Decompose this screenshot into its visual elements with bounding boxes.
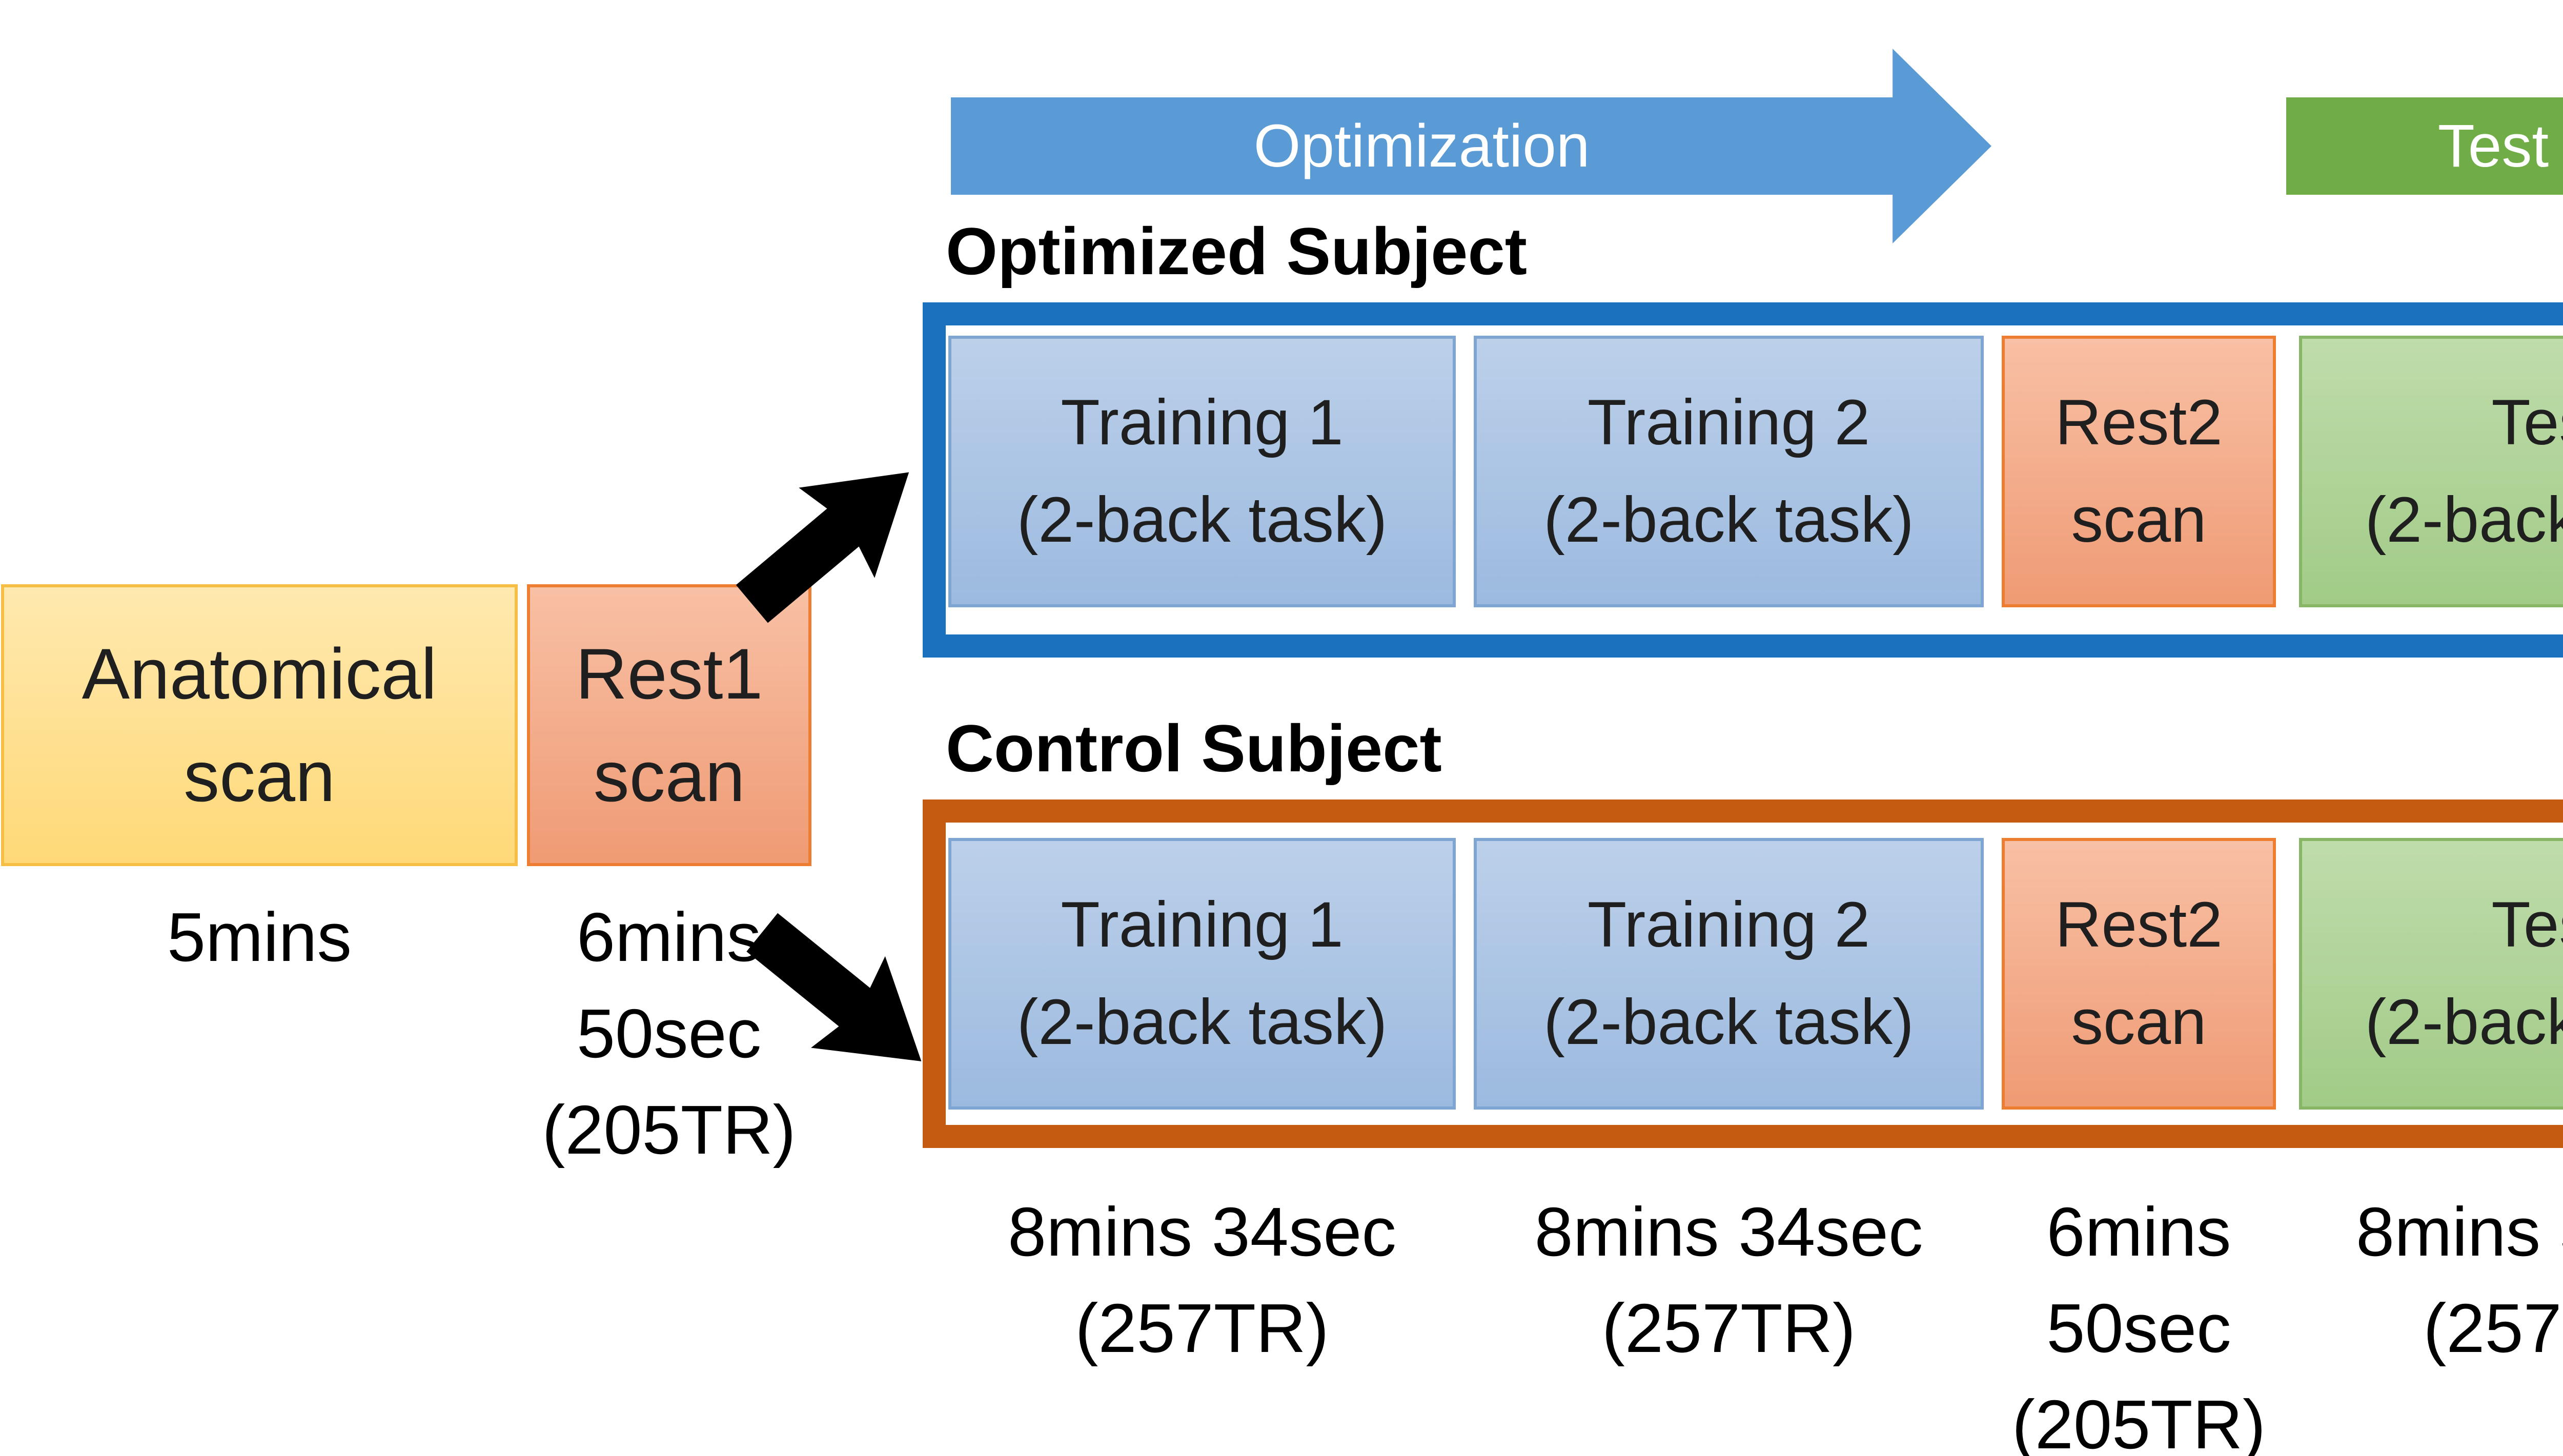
optimized-training1-line2: (2-back task) <box>1016 484 1388 556</box>
optimized-test-box: Test (2-back task) <box>2299 336 2563 607</box>
training2-duration-line1: 8mins 34sec <box>1534 1193 1923 1270</box>
control-training2-line1: Training 2 <box>1587 889 1870 960</box>
test-duration: 8mins 34sec (257TR) <box>2299 1184 2563 1377</box>
control-test-line2: (2-back task) <box>2365 987 2563 1058</box>
training2-duration: 8mins 34sec (257TR) <box>1474 1184 1984 1377</box>
training1-duration: 8mins 34sec (257TR) <box>948 1184 1456 1377</box>
rest1-scan-box: Rest1 scan <box>527 584 811 866</box>
control-training1-line2: (2-back task) <box>1016 987 1388 1058</box>
optimized-training1-line1: Training 1 <box>1061 387 1344 458</box>
optimized-rest2-box: Rest2 scan <box>2002 336 2276 607</box>
rest2-duration-line2: 50sec <box>2046 1289 2231 1367</box>
anatomical-duration: 5mins <box>1 889 518 986</box>
test-duration-line1: 8mins 34sec <box>2356 1193 2563 1270</box>
training1-duration-line2: (257TR) <box>1075 1289 1329 1367</box>
training2-duration-line2: (257TR) <box>1601 1289 1856 1367</box>
rest1-duration-line3: (205TR) <box>542 1091 796 1168</box>
anatomical-scan-box: Anatomical scan <box>1 584 518 866</box>
optimized-subject-title: Optimized Subject <box>946 214 1528 289</box>
control-rest2-box: Rest2 scan <box>2002 838 2276 1110</box>
test-duration-line2: (257TR) <box>2423 1289 2563 1367</box>
control-training2-box: Training 2 (2-back task) <box>1474 838 1984 1110</box>
rest2-duration-line3: (205TR) <box>2011 1386 2266 1456</box>
control-test-box: Test (2-back task) <box>2299 838 2563 1110</box>
optimized-training1-box: Training 1 (2-back task) <box>948 336 1456 607</box>
anatomical-scan-line1: Anatomical <box>82 633 437 714</box>
control-training2-line2: (2-back task) <box>1543 987 1914 1058</box>
rest2-duration-line1: 6mins <box>2046 1193 2231 1270</box>
control-rest2-line2: scan <box>2071 987 2207 1058</box>
optimized-test-line2: (2-back task) <box>2365 484 2563 556</box>
anatomical-scan-line2: scan <box>184 736 335 816</box>
control-training1-line1: Training 1 <box>1061 889 1344 960</box>
test-arrow-label: Test <box>2437 112 2549 180</box>
test-flow-arrow-icon: Test <box>2286 49 2563 243</box>
optimized-training2-line2: (2-back task) <box>1543 484 1914 556</box>
optimized-test-line1: Test <box>2491 387 2563 458</box>
anatomical-duration-line1: 5mins <box>167 898 352 976</box>
control-test-line1: Test <box>2491 889 2563 960</box>
rest1-duration-line2: 50sec <box>576 995 762 1072</box>
optimized-rest2-line2: scan <box>2071 484 2207 556</box>
optimization-arrow-label: Optimization <box>1253 112 1590 180</box>
control-training1-box: Training 1 (2-back task) <box>948 838 1456 1110</box>
control-rest2-line1: Rest2 <box>2055 889 2223 960</box>
optimized-training2-line1: Training 2 <box>1587 387 1870 458</box>
rest1-scan-line2: scan <box>593 736 745 816</box>
rest1-duration: 6mins 50sec (205TR) <box>513 889 825 1178</box>
optimized-rest2-line1: Rest2 <box>2055 387 2223 458</box>
rest1-scan-line1: Rest1 <box>575 633 763 714</box>
training1-duration-line1: 8mins 34sec <box>1008 1193 1396 1270</box>
optimized-training2-box: Training 2 (2-back task) <box>1474 336 1984 607</box>
rest2-duration: 6mins 50sec (205TR) <box>1986 1184 2291 1456</box>
control-subject-title: Control Subject <box>946 711 1442 786</box>
rest1-duration-line1: 6mins <box>576 898 762 976</box>
